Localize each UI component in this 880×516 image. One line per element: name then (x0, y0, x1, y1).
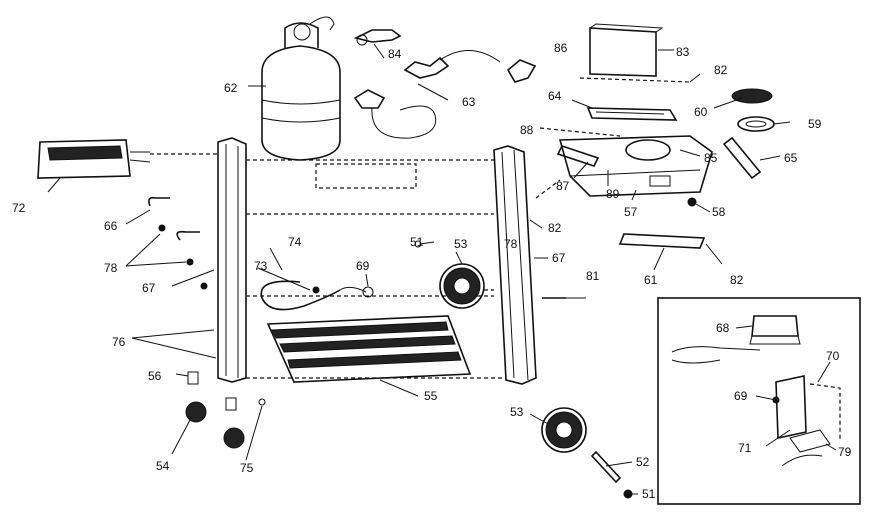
label-76: 76 (112, 335, 126, 349)
label-57: 57 (624, 205, 638, 219)
label-69-inset: 69 (734, 389, 748, 403)
label-61: 61 (644, 273, 658, 287)
label-65: 65 (784, 151, 798, 165)
label-82-bottom: 82 (730, 273, 744, 287)
label-66: 66 (104, 219, 118, 233)
side-braces (618, 136, 762, 249)
right-frame-leg (493, 145, 537, 385)
label-56: 56 (148, 369, 162, 383)
label-78-left: 78 (104, 261, 118, 275)
label-64: 64 (548, 89, 562, 103)
label-55: 55 (424, 389, 438, 403)
label-70: 70 (826, 349, 840, 363)
label-68: 68 (716, 321, 730, 335)
control-panel-assembly (579, 23, 691, 121)
wheel-lower (541, 407, 587, 453)
label-51-bottom: 51 (642, 487, 656, 501)
label-63: 63 (462, 95, 476, 109)
tool-hooks (148, 196, 200, 266)
label-67-left: 67 (142, 281, 156, 295)
regulator-hose-assembly (353, 29, 537, 139)
label-74: 74 (288, 235, 302, 249)
label-78-right: 78 (504, 237, 518, 251)
label-53-top: 53 (454, 237, 468, 251)
label-85: 85 (704, 151, 718, 165)
label-54: 54 (156, 459, 170, 473)
label-71: 71 (738, 441, 752, 455)
label-58: 58 (712, 205, 726, 219)
label-86: 86 (554, 41, 568, 55)
label-88: 88 (520, 123, 534, 137)
inset-detail-box (657, 297, 861, 505)
left-frame-leg (217, 137, 247, 383)
label-69-main: 69 (356, 259, 370, 273)
label-73: 73 (254, 259, 268, 273)
side-shelf (37, 139, 151, 179)
burner-grate (731, 88, 775, 132)
label-82-top: 82 (714, 63, 728, 77)
propane-tank (261, 16, 341, 161)
bottom-shelf (266, 315, 472, 383)
label-53-bottom: 53 (510, 405, 524, 419)
label-59: 59 (808, 117, 822, 131)
label-72: 72 (12, 201, 26, 215)
igniter-wire (260, 280, 374, 311)
leader-lines (47, 43, 837, 495)
label-82-mid: 82 (548, 221, 562, 235)
burner-housing (539, 127, 713, 197)
label-60: 60 (694, 105, 708, 119)
label-83: 83 (676, 45, 690, 59)
label-51-top: 51 (410, 235, 424, 249)
casters (185, 282, 266, 449)
label-87: 87 (556, 179, 570, 193)
label-52: 52 (636, 455, 650, 469)
label-62: 62 (224, 81, 238, 95)
axle-and-bolts (414, 240, 633, 499)
label-67-right: 67 (552, 251, 566, 265)
label-79: 79 (838, 445, 852, 459)
label-75: 75 (240, 461, 254, 475)
label-84: 84 (388, 47, 402, 61)
wheel-upper (439, 263, 485, 309)
label-81: 81 (586, 269, 600, 283)
part-number-labels: 62 84 63 86 83 82 64 60 59 88 85 65 87 8… (12, 41, 852, 501)
label-89: 89 (606, 187, 620, 201)
